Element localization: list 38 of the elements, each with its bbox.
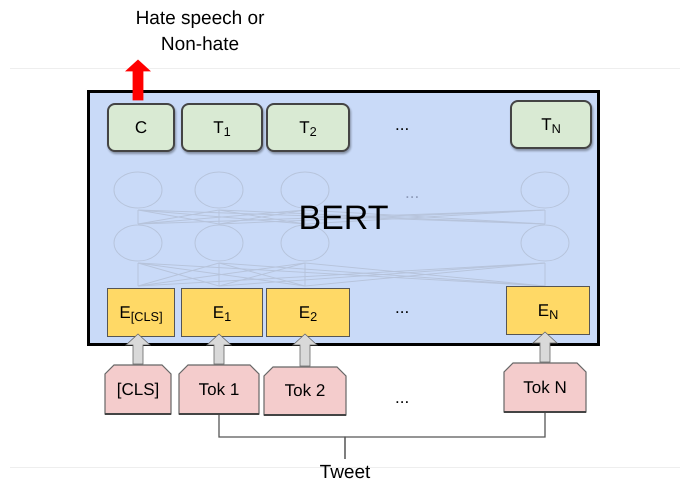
- embedding-box: [181, 288, 263, 337]
- block-arrow: [206, 333, 232, 364]
- output-box: [510, 100, 592, 149]
- ellipsis: ...: [395, 387, 410, 409]
- ellipsis: ...: [405, 182, 420, 204]
- block-arrow: [532, 331, 558, 362]
- token-box: [104, 364, 172, 415]
- token-box: [503, 362, 587, 413]
- model-box: [87, 90, 600, 346]
- block-arrow: [292, 333, 318, 366]
- bracket-line: [344, 413, 546, 459]
- box-label: Hate speech or Non-hate: [134, 7, 266, 57]
- box-label: E$_{1}$: [212, 302, 232, 326]
- model-name: BERT: [298, 198, 389, 238]
- embedding-box: [266, 288, 350, 337]
- box-label: Tok N: [523, 376, 567, 399]
- box-label: Tweet: [320, 461, 370, 485]
- embedding-box: [506, 286, 590, 335]
- box-label: T$_{N}$: [541, 114, 561, 138]
- box-label: E$_{2}$: [298, 302, 318, 326]
- embedding-box: [107, 288, 175, 337]
- box-label: Tok 2: [284, 380, 326, 402]
- box-label: T$_{2}$: [299, 116, 317, 140]
- block-arrow: [124, 333, 152, 364]
- output-box: [107, 103, 175, 152]
- output-box: [266, 103, 350, 152]
- box-label: E$_{N}$: [538, 300, 558, 324]
- box-label: Tok 1: [198, 378, 240, 401]
- box-label: T$_{1}$: [213, 116, 231, 140]
- box-label: E$_{[CLS]}$: [119, 302, 163, 326]
- box-label: [CLS]: [116, 378, 160, 401]
- block-arrow: [124, 59, 152, 100]
- ellipsis: ...: [395, 297, 410, 319]
- ellipsis: ...: [395, 114, 410, 136]
- output-box: [181, 103, 263, 152]
- token-box: [263, 366, 347, 416]
- box-label: C: [134, 116, 148, 139]
- token-box: [178, 364, 260, 415]
